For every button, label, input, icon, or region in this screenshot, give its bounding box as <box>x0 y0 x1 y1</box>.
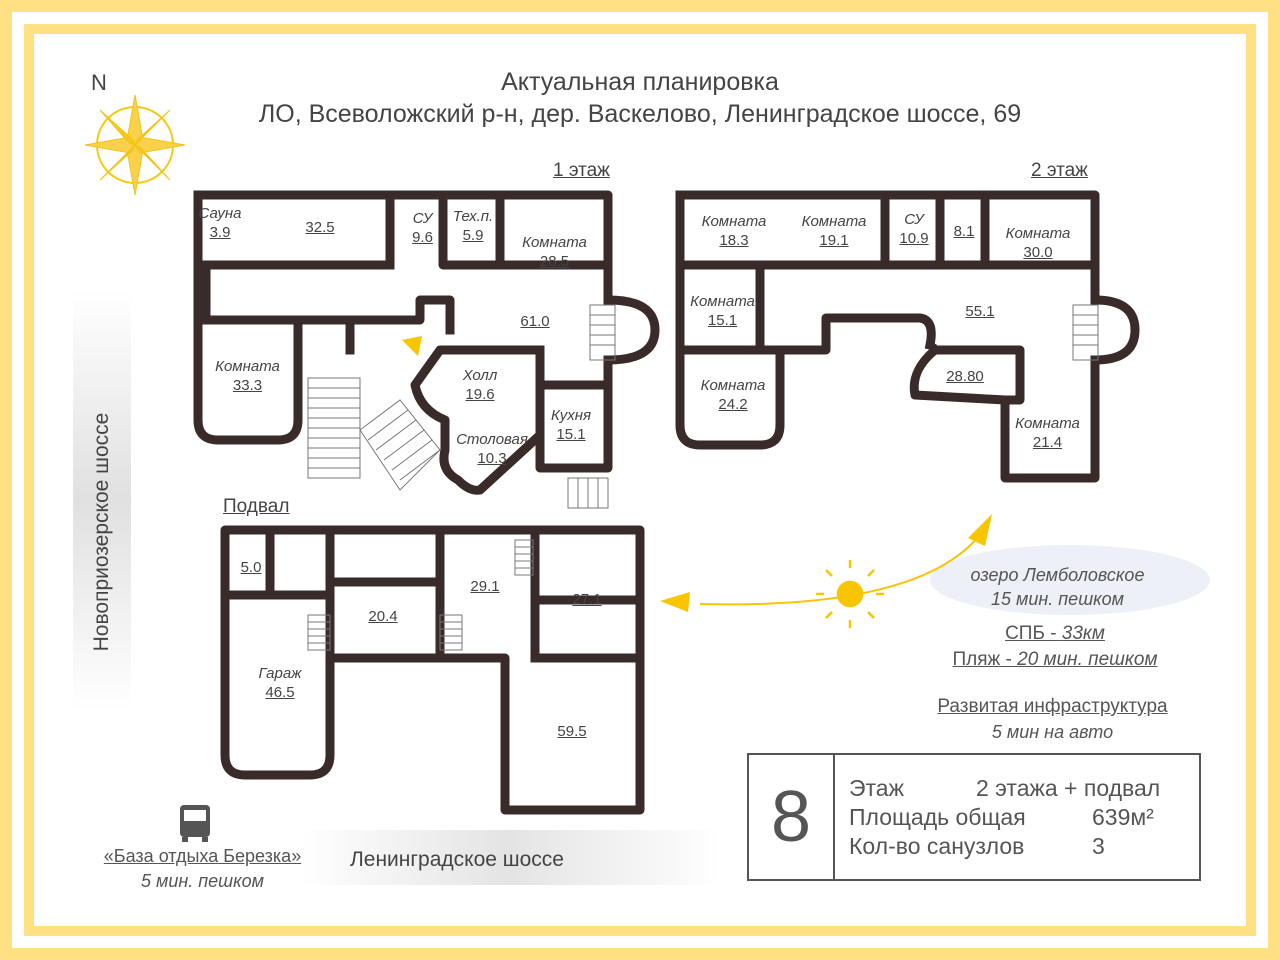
road-left-shade <box>73 290 131 710</box>
road-bottom-label: Ленинградское шоссе <box>350 848 564 871</box>
floor-label-first: 1 этаж <box>553 160 610 181</box>
sun-icon <box>816 560 884 628</box>
stairs <box>307 304 1099 651</box>
room-basement-5: 5.0 <box>240 559 262 576</box>
title-line1: Актуальная планировка <box>501 68 779 96</box>
floor-label-second: 2 этаж <box>1031 160 1088 181</box>
room-basement-27: 27.1 <box>572 591 602 608</box>
spb-distance: СПБ - 33км <box>1005 623 1105 644</box>
road-left-label: Новоприозерское шоссе <box>90 412 113 652</box>
infra-time: 5 мин на авто <box>991 722 1114 742</box>
first-floor-plan <box>193 190 660 495</box>
lake-name: озеро Лемболовское <box>970 565 1145 585</box>
lake-shade <box>930 545 1210 615</box>
compass-rose-icon <box>84 94 186 196</box>
spec-floor-value: 2 этажа + подвал <box>976 775 1161 801</box>
room-second-8: 8.1 <box>953 223 975 240</box>
compass-north-label: N <box>91 70 107 95</box>
room-tech: Тех.п.5.9 <box>452 208 494 244</box>
room-first-32: 32.5 <box>305 219 335 236</box>
title-line2: ЛО, Всеволожский р-н, дер. Васкелово, Ле… <box>258 100 1022 128</box>
specs-number: 8 <box>749 755 835 879</box>
specs-box: 8 Этаж 2 этажа + подвал Площадь общая 63… <box>747 753 1201 881</box>
spec-bath-value: 3 <box>1092 833 1105 859</box>
room-first-hall-61: 61.0 <box>520 313 550 330</box>
sun-path-arrow-start-icon <box>968 514 992 546</box>
room-basement-20: 20.4 <box>368 608 398 625</box>
spec-floor-label: Этаж <box>849 775 904 801</box>
sun-path-arrow-end-icon <box>660 592 690 612</box>
room-second-hall-55: 55.1 <box>965 303 995 320</box>
bus-stop-name: «База отдыха Березка» <box>103 846 302 866</box>
room-second-28: 28.80 <box>946 368 984 385</box>
bus-stop-time: 5 мин. пешком <box>141 871 264 891</box>
spec-bath-label: Кол-во санузлов <box>849 833 1025 859</box>
lake-time: 15 мин. пешком <box>991 589 1124 609</box>
infra-title: Развитая инфраструктура <box>937 696 1168 717</box>
road-bottom-shade <box>300 830 720 885</box>
second-floor-plan <box>675 190 1140 483</box>
floor-label-basement: Подвал <box>223 496 290 517</box>
spec-area-value: 639м² <box>1092 804 1154 830</box>
sun-path-line <box>699 519 991 606</box>
entrance-arrow-icon <box>402 336 422 356</box>
room-basement-29: 29.1 <box>470 578 500 595</box>
bus-icon <box>180 805 210 842</box>
spec-area-label: Площадь общая <box>849 804 1026 830</box>
beach-distance: Пляж - 20 мин. пешком <box>952 649 1158 670</box>
room-basement-59: 59.5 <box>557 723 587 740</box>
